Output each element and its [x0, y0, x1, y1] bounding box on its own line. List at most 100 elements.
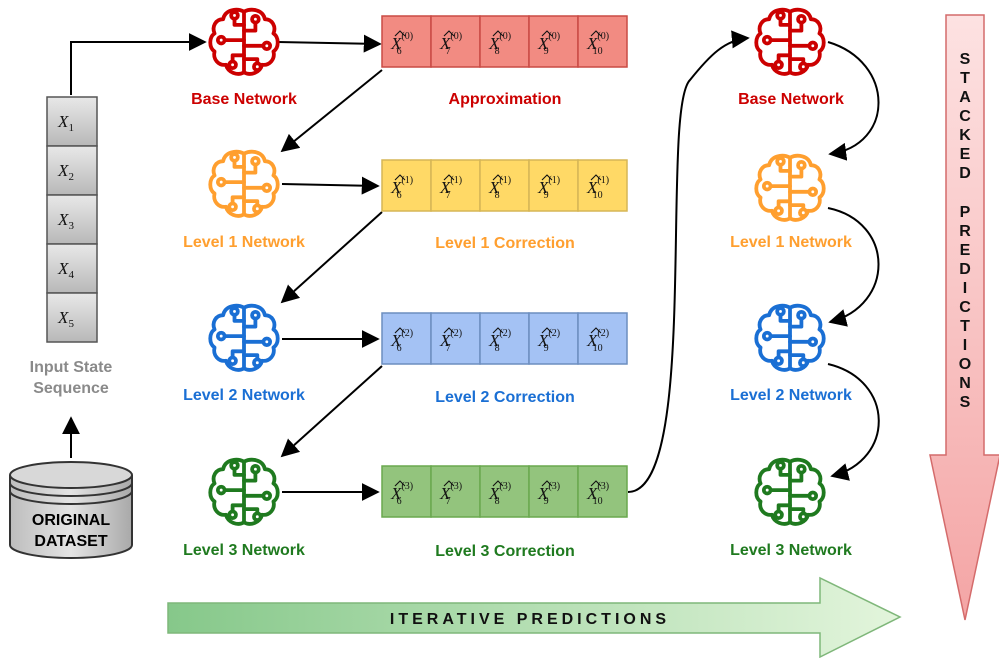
right-level1-network-node: Level 1 Network [730, 153, 852, 251]
prediction-cell-label: X(0)9 [537, 31, 560, 57]
brain-network-icon [754, 153, 826, 222]
prediction-cell-label: X(0)8 [488, 31, 511, 57]
prediction-cell: X(2)8 [479, 312, 530, 365]
stacked-letter: I [963, 280, 967, 297]
dataset-label-line1: ORIGINAL [32, 512, 110, 529]
right-base-network-node: Base Network [738, 7, 844, 108]
prediction-cell-label: X(3)6 [390, 481, 413, 507]
prediction-cell: X(0)10 [577, 15, 628, 68]
prediction-cell-label: X(1)9 [537, 175, 560, 201]
prediction-cell-label: X(2)8 [488, 328, 511, 354]
prediction-cell: X(1)6 [381, 159, 432, 212]
stacked-letter: A [959, 89, 971, 106]
input-label-line1: Input State [30, 359, 113, 376]
base-network-label: Base Network [191, 91, 297, 108]
level1-network-node: Level 1 Network [183, 149, 305, 251]
right-level2-network-node: Level 2 Network [730, 303, 852, 404]
prediction-cell: X(3)7 [430, 465, 481, 518]
level2-network-node: Level 2 Network [183, 303, 305, 404]
stacked-letter: D [959, 261, 971, 278]
stacked-letter: E [960, 146, 971, 163]
stacked-predictions-arrow [929, 14, 999, 621]
input-cell: X5 [46, 292, 98, 343]
right-base-network-label: Base Network [738, 91, 844, 108]
level3-network-label: Level 3 Network [183, 542, 305, 559]
right-level3-network-label: Level 3 Network [730, 542, 852, 559]
prediction-cell: X(2)7 [430, 312, 481, 365]
base-network-node: Base Network [191, 7, 297, 108]
stacked-letter: N [959, 375, 971, 392]
prediction-cell-label: X(2)7 [439, 328, 462, 354]
level2-network-label: Level 2 Network [183, 387, 305, 404]
input-cell-label: X1 [57, 112, 74, 134]
iterative-predictions-label: ITERATIVE PREDICTIONS [390, 611, 670, 628]
prediction-cell: X(1)9 [528, 159, 579, 212]
stacked-letter: I [963, 337, 967, 354]
prediction-cell-label: X(3)7 [439, 481, 462, 507]
prediction-cell: X(0)8 [479, 15, 530, 68]
input-cell-label: X2 [57, 161, 74, 183]
prediction-cell-label: X(1)10 [586, 175, 609, 201]
brain-network-icon [208, 7, 280, 76]
prediction-cell: X(2)6 [381, 312, 432, 365]
prediction-cell: X(1)7 [430, 159, 481, 212]
prediction-cell: X(0)6 [381, 15, 432, 68]
level3-correction-vector: X(3)6 X(3)7 X(3)8 X(3)9 X(3)10 [381, 465, 628, 518]
database-icon [9, 461, 133, 559]
prediction-cell: X(1)8 [479, 159, 530, 212]
prediction-cell-label: X(2)6 [390, 328, 413, 354]
level3-network-node: Level 3 Network [183, 457, 305, 559]
stacked-letter: T [960, 70, 970, 87]
input-cell-label: X4 [57, 259, 74, 281]
connectors [62, 30, 880, 501]
input-cell: X4 [46, 243, 98, 294]
prediction-cell-label: X(3)10 [586, 481, 609, 507]
dataset-label-line2: DATASET [34, 533, 107, 550]
input-cell: X3 [46, 194, 98, 245]
level2-correction-vector: X(2)6 X(2)7 X(2)8 X(2)9 X(2)10 [381, 312, 628, 365]
brain-network-icon [754, 457, 826, 526]
prediction-cell: X(3)6 [381, 465, 432, 518]
stacked-letter: R [959, 223, 971, 240]
stacked-letter: P [960, 204, 971, 221]
level2-correction-label: Level 2 Correction [435, 389, 575, 406]
input-cell-label: X5 [57, 308, 74, 330]
prediction-cell-label: X(2)10 [586, 328, 609, 354]
stacked-letter: T [960, 318, 970, 335]
iterative-predictions-arrow: ITERATIVE PREDICTIONS [167, 576, 902, 658]
input-label-line2: Sequence [33, 380, 109, 397]
level3-correction-label: Level 3 Correction [435, 543, 575, 560]
prediction-cell: X(2)9 [528, 312, 579, 365]
prediction-cell: X(2)10 [577, 312, 628, 365]
prediction-cell: X(0)7 [430, 15, 481, 68]
prediction-cell: X(3)10 [577, 465, 628, 518]
brain-network-icon [208, 303, 280, 372]
stacked-letter: E [960, 242, 971, 259]
prediction-cell-label: X(0)6 [390, 31, 413, 57]
prediction-cell-label: X(2)9 [537, 328, 560, 354]
right-level1-network-label: Level 1 Network [730, 234, 852, 251]
stacked-letter: S [960, 51, 971, 68]
level1-correction-label: Level 1 Correction [435, 235, 575, 252]
stacked-letter: C [959, 299, 971, 316]
stacked-letter: D [959, 165, 971, 182]
prediction-cell-label: X(0)7 [439, 31, 462, 57]
stacked-letter: K [959, 127, 971, 144]
input-cell: X1 [46, 96, 98, 147]
prediction-cell: X(1)10 [577, 159, 628, 212]
approximation-label: Approximation [449, 91, 562, 108]
stacked-letter: C [959, 108, 971, 125]
approximation-vector: X(0)6 X(0)7 X(0)8 X(0)9 X(0)10 [381, 15, 628, 68]
level1-network-label: Level 1 Network [183, 234, 305, 251]
prediction-cell-label: X(3)8 [488, 481, 511, 507]
brain-network-icon [208, 457, 280, 526]
prediction-cell-label: X(0)10 [586, 31, 609, 57]
prediction-cell-label: X(3)9 [537, 481, 560, 507]
prediction-cell-label: X(1)8 [488, 175, 511, 201]
input-cell: X2 [46, 145, 98, 196]
right-level2-network-label: Level 2 Network [730, 387, 852, 404]
